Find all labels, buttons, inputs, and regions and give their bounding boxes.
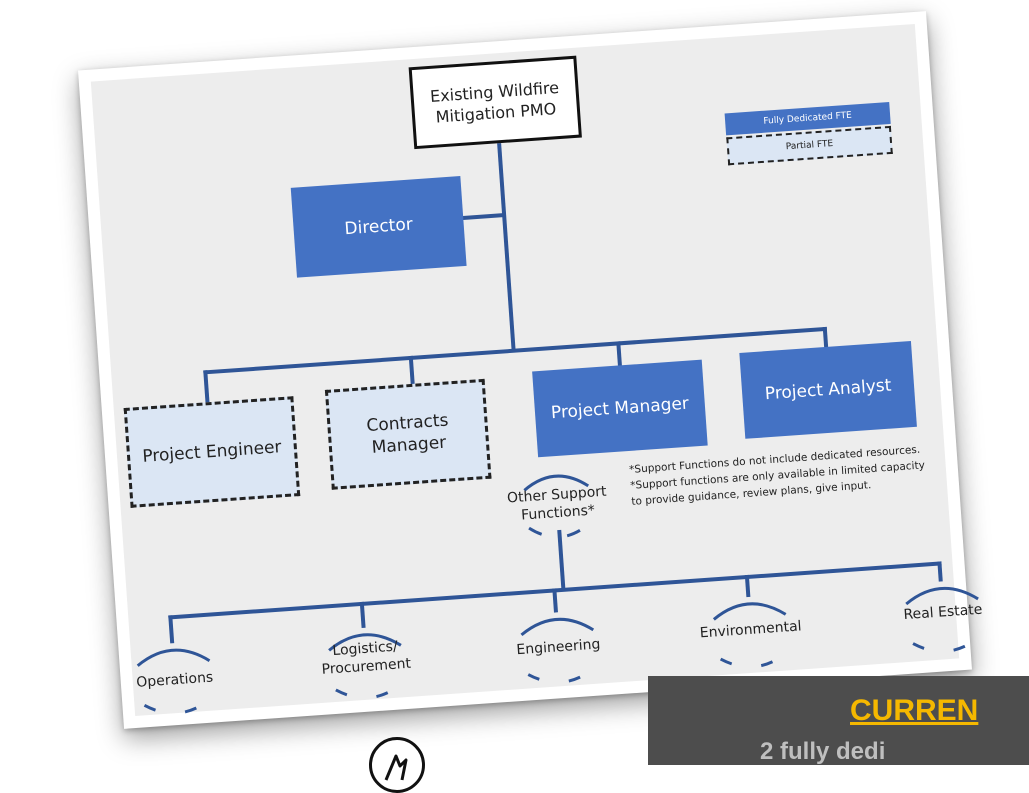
role-node-project-analyst: Project Analyst bbox=[739, 341, 917, 439]
org-chart-card: Existing Wildfire Mitigation PMO Directo… bbox=[78, 11, 983, 729]
connector-director bbox=[461, 213, 504, 221]
role-node-project-manager: Project Manager bbox=[532, 359, 708, 458]
connector-role-4 bbox=[822, 326, 829, 350]
current-state-banner: CURREN 2 fully dedi bbox=[648, 676, 1029, 765]
root-node-pmo: Existing Wildfire Mitigation PMO bbox=[408, 55, 582, 150]
support-arc-logistics bbox=[328, 633, 402, 700]
role-node-contracts-manager: Contracts Manager bbox=[324, 378, 492, 490]
director-label: Director bbox=[343, 214, 414, 240]
role-label: Project Engineer bbox=[141, 437, 283, 467]
role-label: Project Analyst bbox=[764, 375, 893, 405]
role-label: Project Manager bbox=[550, 393, 690, 424]
connector-roles-bar bbox=[203, 326, 828, 375]
support-arc-operations bbox=[136, 648, 211, 715]
support-arc-environmental bbox=[712, 602, 787, 669]
connector-root-trunk bbox=[496, 141, 516, 351]
support-hub-arc bbox=[523, 474, 590, 539]
root-node-label: Existing Wildfire Mitigation PMO bbox=[429, 77, 560, 127]
banner-subtitle: 2 fully dedi bbox=[760, 738, 886, 765]
banner-title: CURREN bbox=[850, 694, 979, 727]
connector-role-2 bbox=[408, 355, 415, 387]
org-chart-canvas: Existing Wildfire Mitigation PMO Directo… bbox=[90, 23, 983, 717]
connector-role-1 bbox=[203, 370, 210, 405]
director-node: Director bbox=[290, 176, 467, 278]
role-label: Contracts Manager bbox=[365, 410, 450, 458]
support-function-logistics: Logistics/ Procurement bbox=[321, 638, 412, 678]
support-arc-real-estate bbox=[905, 586, 979, 653]
logo-icon bbox=[369, 737, 425, 793]
role-node-project-engineer: Project Engineer bbox=[123, 396, 301, 508]
support-arc-engineering bbox=[520, 617, 595, 684]
